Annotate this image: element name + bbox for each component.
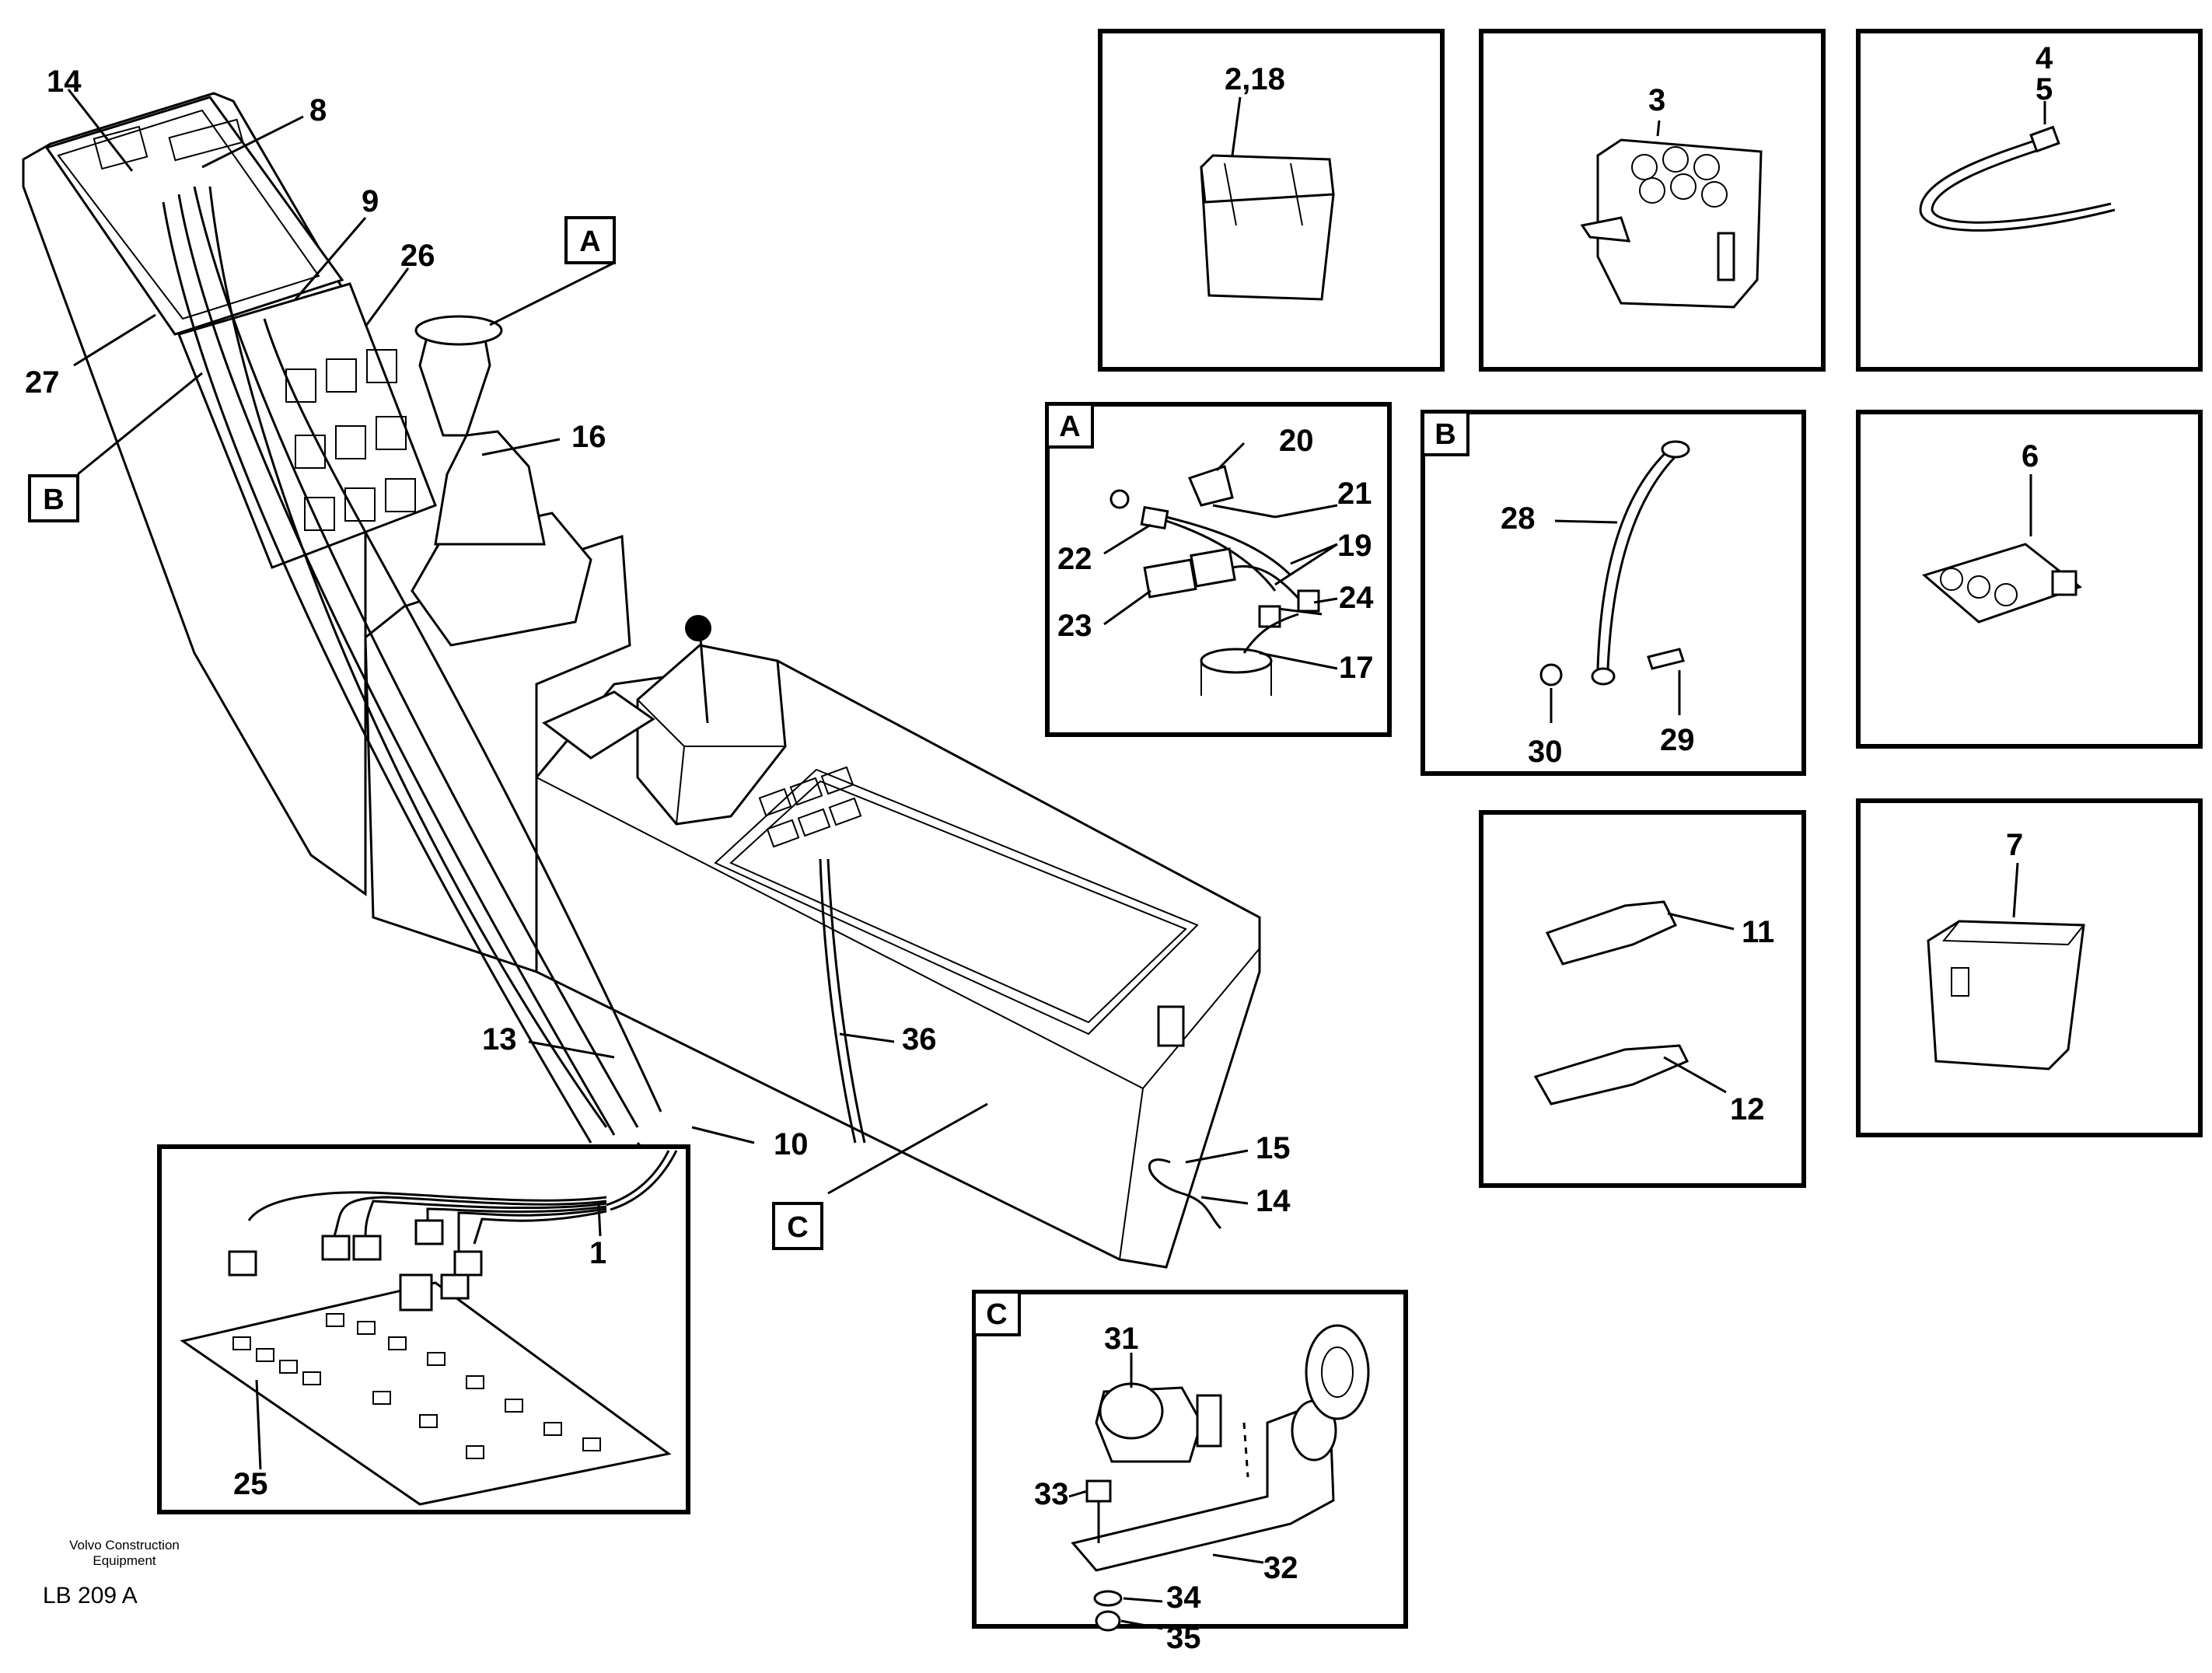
- flat-terminal: [1545, 900, 1678, 966]
- svg-text:C: C: [787, 1211, 808, 1244]
- console-connector: [1157, 1005, 1185, 1047]
- section-tag-a: A: [564, 216, 616, 264]
- callout-36: 36: [902, 1022, 937, 1057]
- company-line-1: Volvo Construction: [69, 1538, 180, 1553]
- detail-box-c: C 31 33 32 34 35: [972, 1290, 1408, 1655]
- callout-26: 26: [400, 239, 435, 273]
- callout-25: 25: [233, 1467, 268, 1501]
- callout-33: 33: [1034, 1477, 1069, 1511]
- callout-24: 24: [1339, 581, 1374, 615]
- callout-30: 30: [1528, 735, 1563, 769]
- detail-box-b: B 28 30 29: [1421, 410, 1806, 776]
- screw: [1647, 648, 1685, 670]
- callout-7: 7: [2006, 828, 2023, 862]
- ground-strap: [1596, 445, 1673, 669]
- callout-4: 4: [2036, 41, 2053, 75]
- switch-block: [1143, 558, 1197, 599]
- circuit-board: [180, 1281, 672, 1506]
- callout-1: 1: [589, 1236, 606, 1270]
- switch-panel: [176, 282, 437, 569]
- callout-5: 5: [2036, 72, 2053, 107]
- callout-17: 17: [1339, 651, 1374, 685]
- callout-19: 19: [1337, 529, 1372, 563]
- switch-knob: [1187, 465, 1234, 507]
- callout-14-bottom: 14: [1256, 1184, 1291, 1218]
- detail-box-relay-2-18: 2,18: [1098, 29, 1445, 372]
- box-b-tag: B: [1434, 418, 1455, 451]
- nut: [1539, 663, 1563, 686]
- callout-29: 29: [1660, 723, 1695, 757]
- callout-20: 20: [1279, 424, 1314, 458]
- console-body: [535, 615, 1261, 1269]
- footer: Volvo Construction Equipment LB 209 A: [43, 1538, 180, 1608]
- callout-10: 10: [774, 1127, 809, 1161]
- callout-2-18: 2,18: [1225, 62, 1285, 96]
- main-leaders: [67, 89, 1249, 1205]
- detail-box-connector-7: 7: [1856, 798, 2203, 1137]
- callout-11: 11: [1742, 915, 1774, 949]
- detail-box-a: A 20 21 19 22 24 23 17: [1045, 402, 1392, 737]
- pin-terminal: [1533, 1044, 1690, 1105]
- callout-12: 12: [1730, 1092, 1765, 1126]
- callout-34: 34: [1166, 1580, 1201, 1615]
- section-tag-b: B: [28, 474, 79, 522]
- detail-box-cable-tie: 4 5: [1856, 29, 2203, 372]
- callout-3: 3: [1648, 83, 1665, 117]
- detail-box-connector-6: 6: [1856, 410, 2203, 749]
- gear-lever: [698, 629, 709, 724]
- callout-6: 6: [2022, 439, 2039, 473]
- callout-32: 32: [1263, 1551, 1298, 1585]
- callout-9: 9: [362, 184, 379, 218]
- callout-13: 13: [482, 1022, 517, 1057]
- relay: [399, 1273, 433, 1312]
- nut-c: [1095, 1610, 1121, 1632]
- main-callouts: 14 8 9 26 27 16 13 36 10 15 14: [25, 65, 1291, 1218]
- callout-31: 31: [1104, 1322, 1139, 1356]
- callout-23: 23: [1057, 609, 1092, 643]
- section-tag-c: C: [772, 1202, 823, 1250]
- box-c-tag: C: [986, 1298, 1007, 1331]
- callout-35: 35: [1166, 1621, 1201, 1655]
- svg-text:B: B: [43, 484, 64, 516]
- box-a-tag: A: [1059, 410, 1080, 443]
- callout-14-top: 14: [47, 65, 82, 99]
- wire-harness: [162, 186, 866, 1164]
- callout-22: 22: [1057, 542, 1092, 576]
- callout-15: 15: [1256, 1131, 1291, 1165]
- callout-21: 21: [1337, 477, 1372, 511]
- detail-box-connector-3: 3: [1479, 29, 1826, 372]
- detail-box-circuit-board: 1 25: [157, 1144, 690, 1514]
- svg-text:A: A: [579, 225, 600, 258]
- callout-28: 28: [1501, 501, 1536, 536]
- detail-box-terminals: 11 12: [1479, 810, 1806, 1188]
- connector-plug: [228, 1250, 257, 1277]
- callout-8: 8: [309, 93, 327, 127]
- callout-16: 16: [571, 420, 606, 454]
- lever-knob: [685, 615, 711, 641]
- washer: [1093, 1590, 1123, 1607]
- callout-27: 27: [25, 365, 60, 400]
- mounting-ring: [1305, 1324, 1370, 1420]
- drawing-id: LB 209 A: [43, 1583, 138, 1608]
- company-line-2: Equipment: [93, 1553, 156, 1568]
- control-console-assembly: [22, 92, 1261, 1269]
